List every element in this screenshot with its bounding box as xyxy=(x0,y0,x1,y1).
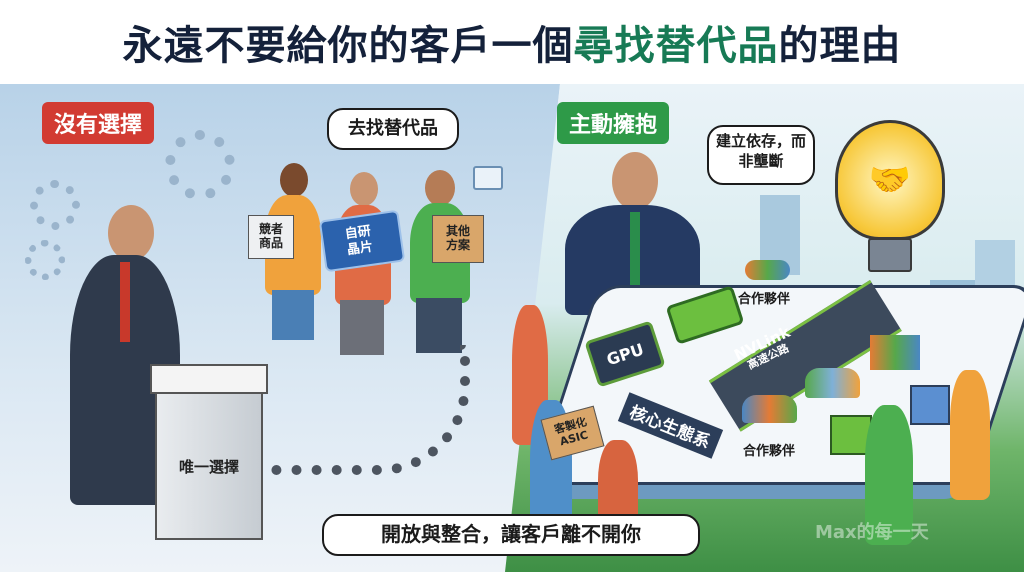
person-legs xyxy=(416,298,462,353)
chat-icon xyxy=(473,166,503,190)
competitor-box-label: 競者商品 xyxy=(258,222,283,250)
competitor-goods-box: 競者商品 xyxy=(248,215,294,259)
dependence-bubble-text: 建立依存，而非壟斷 xyxy=(715,132,806,170)
partners-icon xyxy=(742,395,797,423)
person-head xyxy=(350,172,378,206)
asic-box-label: 客製化ASIC xyxy=(553,415,590,449)
in-house-chip-label: 自研晶片 xyxy=(343,224,375,259)
dependence-bubble: 建立依存，而非壟斷 xyxy=(707,125,815,185)
embrace-badge: 主動擁抱 xyxy=(557,102,670,144)
person-legs xyxy=(340,300,384,355)
factory-icon xyxy=(870,335,920,370)
title-highlight: 尋找替代品 xyxy=(573,23,779,69)
partners-icon xyxy=(805,368,860,398)
only-choice-pillar: 唯一選擇 xyxy=(155,392,263,540)
gear-icon xyxy=(165,130,235,200)
lightbulb-base xyxy=(868,238,912,272)
person-orange-top xyxy=(950,370,990,500)
pillar-top xyxy=(150,364,268,394)
title-suffix: 的理由 xyxy=(778,23,902,69)
title-prefix: 永遠不要給你的客戶一個 xyxy=(122,23,574,69)
no-choice-badge: 沒有選擇 xyxy=(42,102,155,144)
pillar-label: 唯一選擇 xyxy=(178,457,239,476)
bottom-message-bubble: 開放與整合，讓客戶離不開你 xyxy=(322,514,700,556)
person-head xyxy=(425,170,455,206)
in-house-chip-sign: 自研晶片 xyxy=(318,209,406,273)
server-cube-icon xyxy=(910,385,950,425)
gear-icon xyxy=(30,180,80,230)
broken-chain xyxy=(240,345,470,475)
other-box-label: 其他方案 xyxy=(445,224,470,252)
find-alternative-bubble: 去找替代品 xyxy=(327,108,459,150)
businessman-head xyxy=(612,152,658,210)
partners-icon xyxy=(745,260,790,280)
businessman-head xyxy=(108,205,154,261)
other-solutions-box: 其他方案 xyxy=(432,215,484,263)
page-title: 永遠不要給你的客戶一個尋找替代品的理由 xyxy=(0,0,1024,84)
partners-bottom-label: 合作夥伴 xyxy=(743,444,796,459)
gpu-label: GPU xyxy=(604,339,646,369)
red-tie xyxy=(120,262,130,342)
watermark: Max的每一天 xyxy=(815,522,929,543)
gear-icon xyxy=(25,240,65,280)
person-head xyxy=(280,163,308,197)
partners-top-label: 合作夥伴 xyxy=(738,292,791,307)
person-green-jacket xyxy=(865,405,913,545)
person-legs xyxy=(272,290,314,340)
green-tie xyxy=(630,212,640,292)
lightbulb-handshake-icon: 🤝 xyxy=(835,120,945,240)
